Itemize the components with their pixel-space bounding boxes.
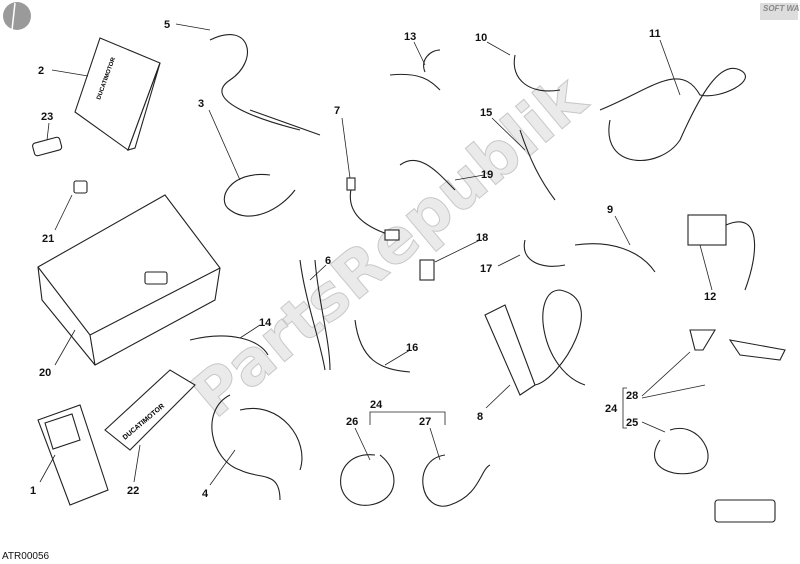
part-7-cable	[349, 184, 391, 236]
part-8-cable	[534, 289, 586, 386]
part-4-cable	[211, 394, 303, 501]
label-24-right: 24	[605, 403, 618, 415]
label-28: 28	[626, 390, 638, 402]
label-14: 14	[259, 317, 272, 329]
label-25: 25	[626, 417, 638, 429]
part-1-tester	[37, 404, 109, 506]
label-5: 5	[164, 19, 170, 31]
label-11: 11	[649, 28, 661, 40]
label-23: 23	[41, 111, 53, 123]
label-12: 12	[704, 291, 716, 303]
watermark: PartsRepublik	[178, 60, 601, 431]
cables	[189, 34, 786, 523]
part-27-cable	[422, 454, 491, 507]
label-27: 27	[419, 416, 431, 428]
part-25-cable	[654, 427, 709, 475]
part-17-cable	[523, 239, 566, 267]
label-15: 15	[480, 107, 492, 119]
label-26: 26	[346, 416, 358, 428]
label-24-center: 24	[370, 399, 383, 411]
part-16-cable	[354, 319, 411, 373]
part-25-module	[714, 499, 776, 523]
label-1: 1	[30, 485, 36, 497]
part-12-cable	[725, 221, 756, 291]
label-9: 9	[607, 204, 613, 216]
label-2: 2	[38, 65, 44, 77]
corner-logo-icon	[3, 2, 31, 31]
softway-logo-text: SOFT WAY	[763, 4, 800, 13]
part-28-bracket-b	[728, 339, 786, 361]
part-6-cable	[299, 259, 331, 371]
label-4: 4	[202, 488, 209, 500]
label-13: 13	[404, 31, 416, 43]
label-10: 10	[475, 32, 487, 44]
label-17: 17	[480, 263, 492, 275]
part-3-cable	[223, 173, 296, 217]
label-19: 19	[481, 169, 493, 181]
diagram-code: ATR00056	[2, 551, 50, 562]
part-13-cable	[389, 49, 441, 91]
part-12-box	[687, 214, 727, 246]
part-9-cable	[574, 243, 656, 273]
part-8-clamp	[484, 304, 536, 396]
leader-lines	[39, 23, 713, 486]
part-28-bracket-a	[689, 329, 716, 351]
label-22: 22	[127, 485, 139, 497]
label-7: 7	[334, 105, 340, 117]
part-2-manual: DUCATIMOTOR	[74, 37, 161, 151]
label-16: 16	[406, 342, 418, 354]
part-21-cap	[73, 180, 88, 194]
callout-labels: 1 2 3 4 5 6 7 8 9 10 11 12 13 14 15 16 1…	[30, 19, 716, 500]
part-5-clamps-cable	[209, 34, 321, 136]
label-6: 6	[325, 255, 331, 267]
part-22-pouch: DUCATIMOTOR	[104, 369, 196, 451]
label-21: 21	[42, 233, 54, 245]
part-7-plug	[346, 177, 356, 191]
part-14-cable	[189, 335, 269, 356]
label-20: 20	[39, 367, 51, 379]
label-3: 3	[198, 98, 204, 110]
part-15-cable	[519, 129, 556, 201]
label-18: 18	[476, 232, 488, 244]
label-8: 8	[477, 411, 483, 423]
part-7-conn	[384, 229, 400, 241]
part-20-case	[37, 194, 221, 366]
part-10-cable	[513, 54, 561, 92]
part-26-cable	[340, 454, 395, 506]
part-11-cable	[599, 67, 746, 161]
part-18-sensor	[419, 259, 435, 281]
softway-logo: SOFT WAY	[760, 3, 800, 20]
part-23-label	[32, 136, 63, 157]
part-19-cable	[399, 159, 456, 191]
